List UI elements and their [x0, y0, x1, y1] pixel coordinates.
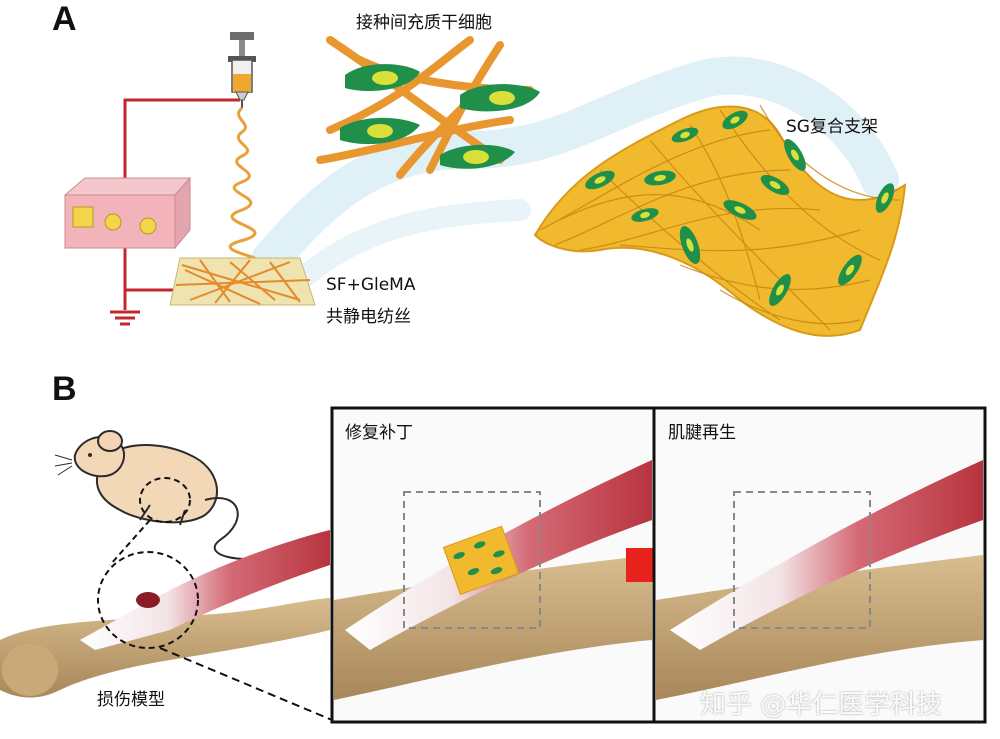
sg-composite-scaffold: [533, 104, 907, 337]
panel-a-letter: A: [52, 0, 77, 38]
injury-model-label: 损伤模型: [97, 690, 165, 710]
sg-composite-label: SG复合支架: [786, 117, 878, 137]
injury-model-limb: [0, 530, 330, 698]
fiber-network-with-cells: [316, 36, 540, 179]
repair-patch-label: 修复补丁: [345, 423, 413, 443]
injury-site-circle-large: [97, 551, 199, 649]
material-label: SF+GleMA: [326, 275, 416, 295]
panel-b-letter: B: [52, 370, 77, 408]
stem-cell-1: [345, 64, 420, 92]
scaffold-cells: [585, 110, 895, 306]
zoom-line-2: [159, 647, 333, 721]
tendon-regen-label: 肌腱再生: [668, 423, 736, 443]
watermark: 知乎 @华仁医学科技: [700, 690, 943, 720]
stem-cell-2: [460, 84, 540, 112]
stem-cell-3: [340, 117, 420, 145]
fiber-collector: [169, 257, 316, 306]
flow-swoosh-2: [289, 199, 531, 291]
electrospinning-jet: [228, 106, 261, 268]
method-label: 共静电纺丝: [326, 307, 411, 327]
stem-cell-4: [440, 144, 515, 169]
electrical-wires: [123, 98, 240, 300]
flow-swoosh-1: [251, 56, 899, 279]
syringe-icon: [228, 32, 256, 108]
panel-b: [0, 406, 987, 724]
power-supply-box: [63, 176, 192, 250]
stem-cells-label: 接种间充质干细胞: [356, 13, 492, 33]
mouse-illustration: [54, 430, 281, 561]
injury-site-circle-small: [139, 477, 191, 523]
panel-a: [63, 32, 907, 337]
repair-patch-panel: [330, 406, 656, 724]
tendon-regeneration-panel: [652, 406, 987, 724]
zoom-line-1: [109, 519, 151, 566]
ground-symbol: [110, 300, 140, 326]
